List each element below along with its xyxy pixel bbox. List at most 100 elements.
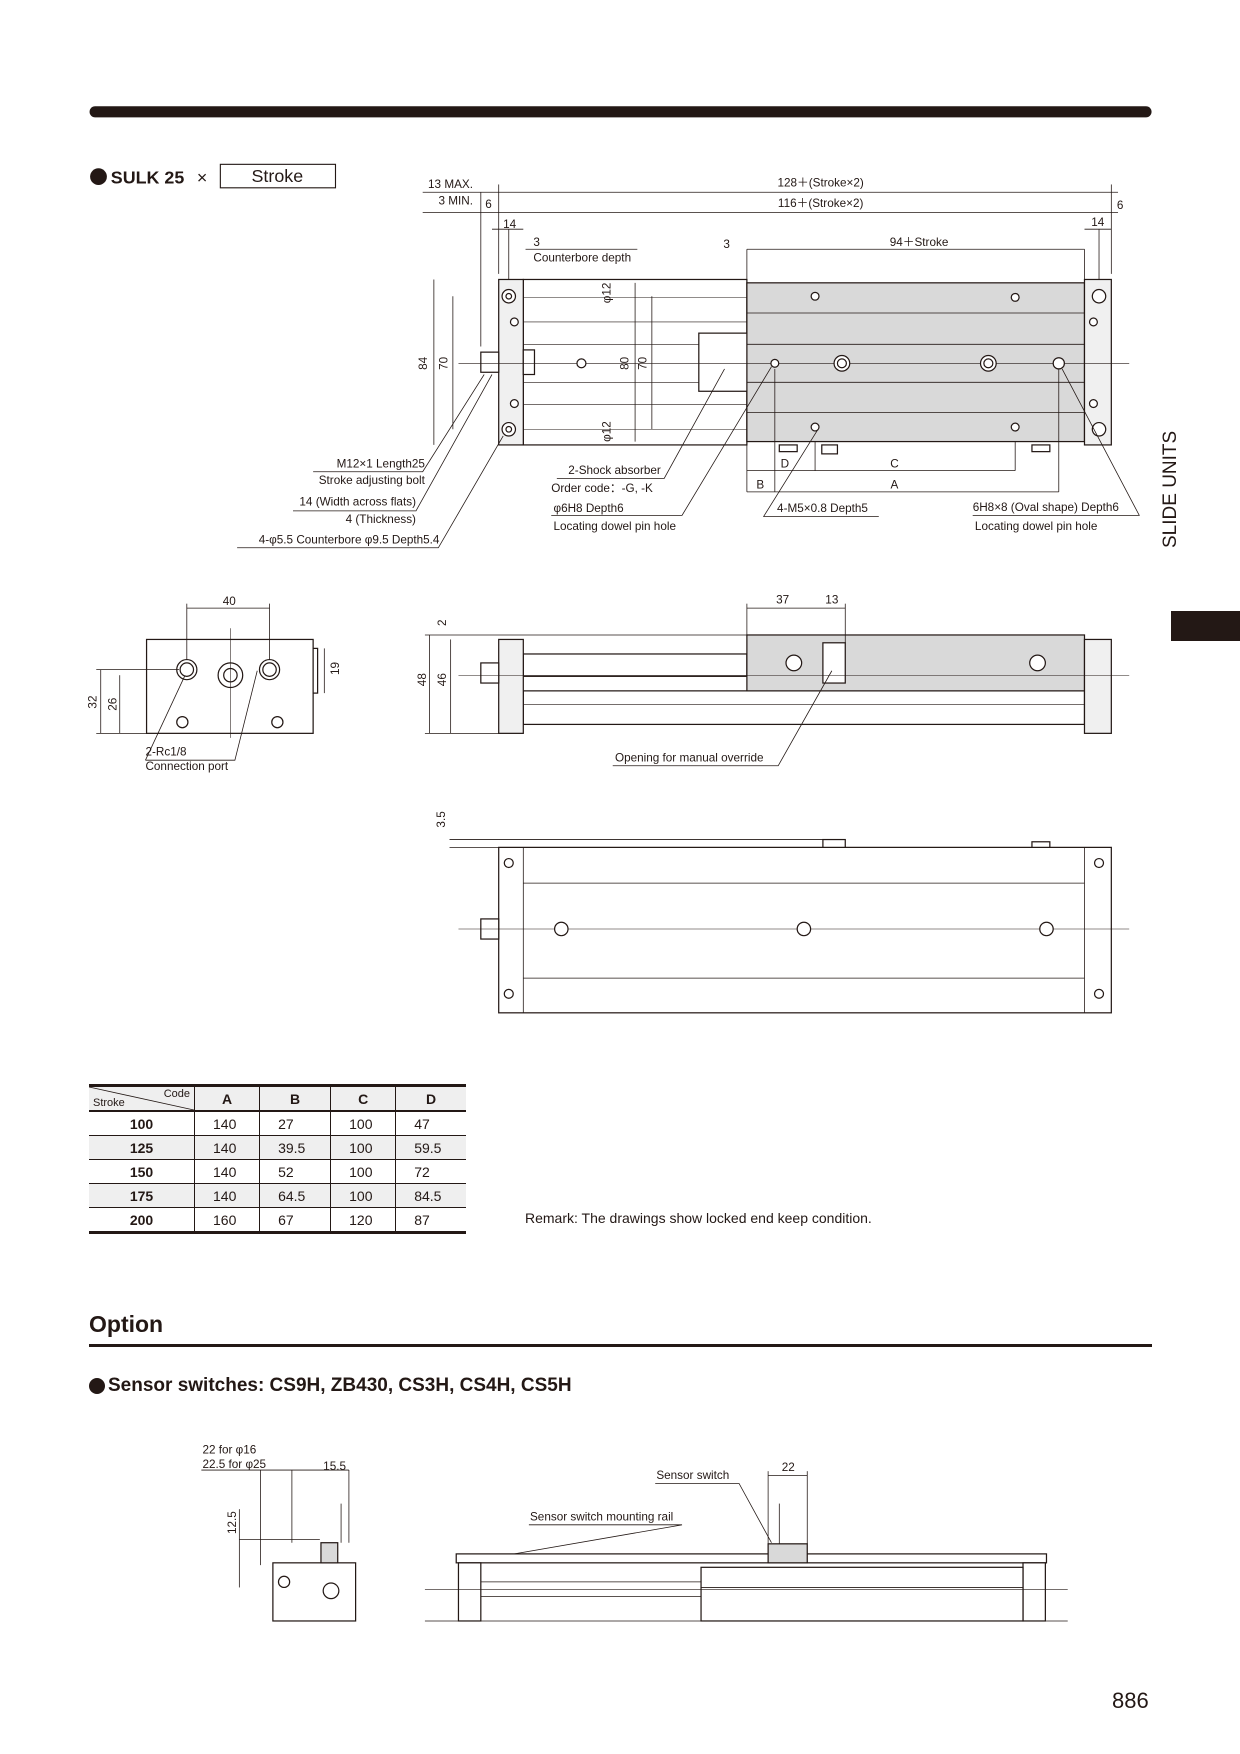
svg-text:46: 46 (436, 673, 449, 686)
svg-text:Locating dowel pin hole: Locating dowel pin hole (553, 520, 676, 533)
cell-d: 84.5 (395, 1183, 466, 1208)
header-rule (89, 106, 1152, 118)
cell-b: 27 (259, 1111, 331, 1136)
svg-text:37: 37 (776, 594, 789, 607)
section-tab-marker (1171, 611, 1240, 641)
model-title: SULK 25 (111, 167, 185, 187)
column-header-b: B (259, 1085, 331, 1111)
svg-text:2-Rc1/8: 2-Rc1/8 (145, 746, 187, 759)
svg-text:22.5 for φ25: 22.5 for φ25 (202, 1458, 266, 1471)
column-header-d: D (395, 1085, 466, 1111)
column-header-c: C (330, 1085, 396, 1111)
svg-text:116＋(Stroke×2): 116＋(Stroke×2) (778, 197, 864, 210)
svg-text:2: 2 (436, 619, 449, 626)
cell-d: 47 (395, 1111, 466, 1136)
cell-a: 140 (193, 1135, 260, 1160)
svg-text:C: C (890, 457, 899, 470)
stroke-cell: 100 (129, 1115, 154, 1132)
svg-text:14 (Width across flats): 14 (Width across flats) (299, 495, 416, 508)
svg-text:80: 80 (618, 356, 631, 370)
sensor-side-view (424, 1471, 1068, 1622)
svg-text:70: 70 (636, 356, 649, 370)
svg-text:4 (Thickness): 4 (Thickness) (346, 513, 416, 526)
column-header-a: A (193, 1085, 260, 1111)
svg-text:Order code：-G, -K: Order code：-G, -K (551, 482, 653, 495)
cell-b: 52 (259, 1159, 331, 1184)
svg-text:4-M5×0.8 Depth5: 4-M5×0.8 Depth5 (777, 502, 868, 515)
stroke-cell: 125 (129, 1139, 154, 1156)
svg-text:3: 3 (723, 238, 730, 251)
svg-text:13 MAX.: 13 MAX. (428, 178, 473, 191)
stroke-cell: 200 (129, 1211, 154, 1228)
svg-text:A: A (891, 479, 899, 492)
cell-b: 67 (259, 1207, 331, 1233)
remark-text: Remark: The drawings show locked end kee… (525, 1210, 872, 1226)
cell-c: 100 (330, 1135, 396, 1160)
times-sign: × (197, 167, 207, 187)
svg-text:22 for φ16: 22 for φ16 (202, 1443, 256, 1456)
svg-text:Locating dowel pin hole: Locating dowel pin hole (975, 520, 1097, 533)
svg-text:48: 48 (416, 673, 429, 687)
dim-3-5: 3.5 (435, 811, 448, 828)
sensor-end-view (201, 1469, 357, 1622)
side-view-labels: 37 13 2 48 46 Opening for manual overrid… (416, 594, 838, 765)
top-view (237, 184, 1140, 549)
svg-text:φ12: φ12 (600, 421, 613, 442)
svg-text:D: D (781, 457, 789, 470)
stroke-box (219, 163, 337, 189)
bullet-icon (90, 168, 107, 186)
svg-text:Sensor switch mounting rail: Sensor switch mounting rail (530, 1510, 673, 1523)
cell-a: 160 (193, 1207, 260, 1233)
stroke-cell: 150 (129, 1163, 154, 1180)
cell-b: 39.5 (259, 1135, 331, 1160)
svg-text:Stroke adjusting bolt: Stroke adjusting bolt (319, 474, 426, 487)
table-header-row: Code Stroke A B C D (89, 1085, 466, 1112)
option-rule (89, 1344, 1152, 1347)
side-view (424, 603, 1130, 767)
svg-text:14: 14 (503, 218, 517, 231)
svg-text:Sensor switch: Sensor switch (656, 1469, 729, 1482)
sensor-switches-heading: Sensor switches: CS9H, ZB430, CS3H, CS4H… (89, 1375, 572, 1397)
cell-d: 59.5 (395, 1135, 466, 1160)
svg-text:22: 22 (782, 1461, 795, 1474)
cell-d: 72 (395, 1159, 466, 1184)
svg-text:B: B (756, 479, 764, 492)
stroke-box-label: Stroke (252, 166, 304, 186)
svg-text:32: 32 (86, 696, 99, 709)
sensor-switches-title: Sensor switches: CS9H, ZB430, CS3H, CS4H… (108, 1375, 572, 1396)
stroke-cell: 175 (129, 1187, 154, 1204)
cell-c: 100 (330, 1111, 396, 1136)
table-corner-cell: Code Stroke (89, 1086, 195, 1112)
svg-text:Opening for manual override: Opening for manual override (615, 751, 764, 764)
end-view (96, 603, 325, 761)
svg-text:6H8×8 (Oval shape) Depth6: 6H8×8 (Oval shape) Depth6 (973, 501, 1119, 514)
svg-text:4-φ5.5 Counterbore φ9.5 Depth: 4-φ5.5 Counterbore φ9.5 Depth5.4 (259, 533, 440, 546)
cell-a: 140 (193, 1183, 260, 1208)
svg-text:128＋(Stroke×2): 128＋(Stroke×2) (778, 177, 864, 190)
svg-text:6: 6 (1117, 199, 1124, 212)
svg-text:14: 14 (1091, 216, 1105, 229)
corner-code-label: Code (163, 1088, 190, 1100)
svg-text:Counterbore depth: Counterbore depth (533, 252, 631, 265)
bullet-icon (89, 1378, 105, 1394)
svg-text:84: 84 (417, 356, 430, 370)
svg-text:φ12: φ12 (600, 283, 613, 304)
svg-text:6: 6 (485, 198, 492, 211)
svg-text:φ6H8 Depth6: φ6H8 Depth6 (553, 502, 623, 515)
bottom-view (449, 838, 1130, 1014)
option-labels: 22 for φ16 22.5 for φ25 15.5 12.5 22 Sen… (202, 1443, 794, 1534)
svg-text:94＋Stroke: 94＋Stroke (890, 236, 949, 249)
cell-b: 64.5 (259, 1183, 331, 1208)
svg-text:19: 19 (329, 662, 342, 675)
end-view-labels: 40 32 26 19 2-Rc1/8 Connection port (86, 595, 342, 773)
cell-d: 87 (395, 1207, 466, 1233)
top-view-labels: 13 MAX. 3 MIN. 6 6 14 14 3 Counterbore d… (259, 177, 1124, 547)
cell-a: 140 (193, 1111, 260, 1136)
cell-c: 120 (330, 1207, 396, 1233)
